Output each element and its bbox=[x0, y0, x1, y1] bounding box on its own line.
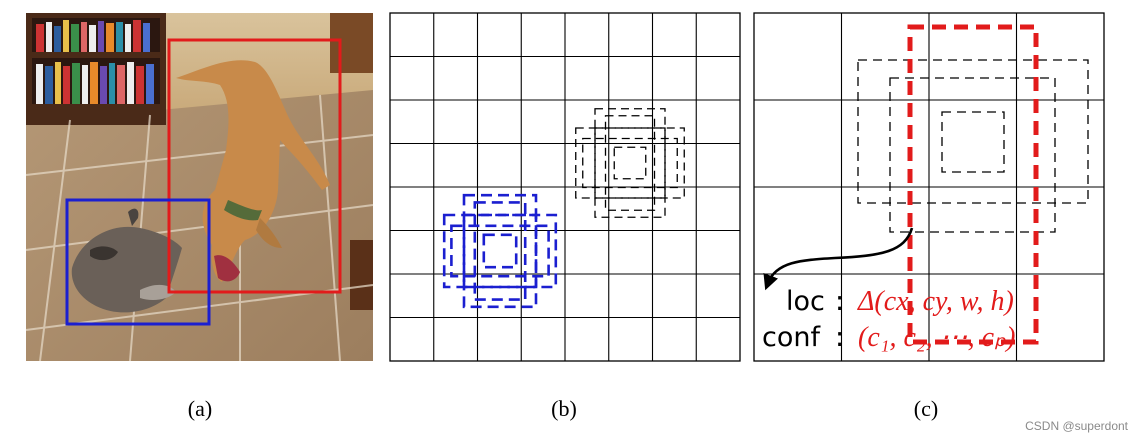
loc-formula: Δ(cx, cy, w, h) bbox=[857, 286, 1014, 317]
loc-separator: : bbox=[835, 286, 844, 317]
conf-formula: (c₁, c₂, ⋯, cₚ) bbox=[858, 322, 1015, 353]
caption-c: (c) bbox=[914, 396, 938, 421]
loc-label: loc bbox=[786, 286, 825, 317]
loc-row: loc : Δ(cx, cy, w, h) bbox=[786, 286, 1014, 317]
panel-a-photo bbox=[26, 13, 373, 361]
bookshelf bbox=[26, 13, 166, 125]
conf-separator: : bbox=[835, 322, 844, 353]
caption-a: (a) bbox=[188, 396, 212, 421]
panel-b-grid bbox=[390, 13, 740, 361]
caption-b: (b) bbox=[551, 396, 577, 421]
conf-row: conf : (c₁, c₂, ⋯, cₚ) bbox=[762, 322, 1015, 353]
conf-label: conf bbox=[762, 322, 821, 353]
watermark: CSDN @superdont bbox=[1025, 419, 1129, 433]
